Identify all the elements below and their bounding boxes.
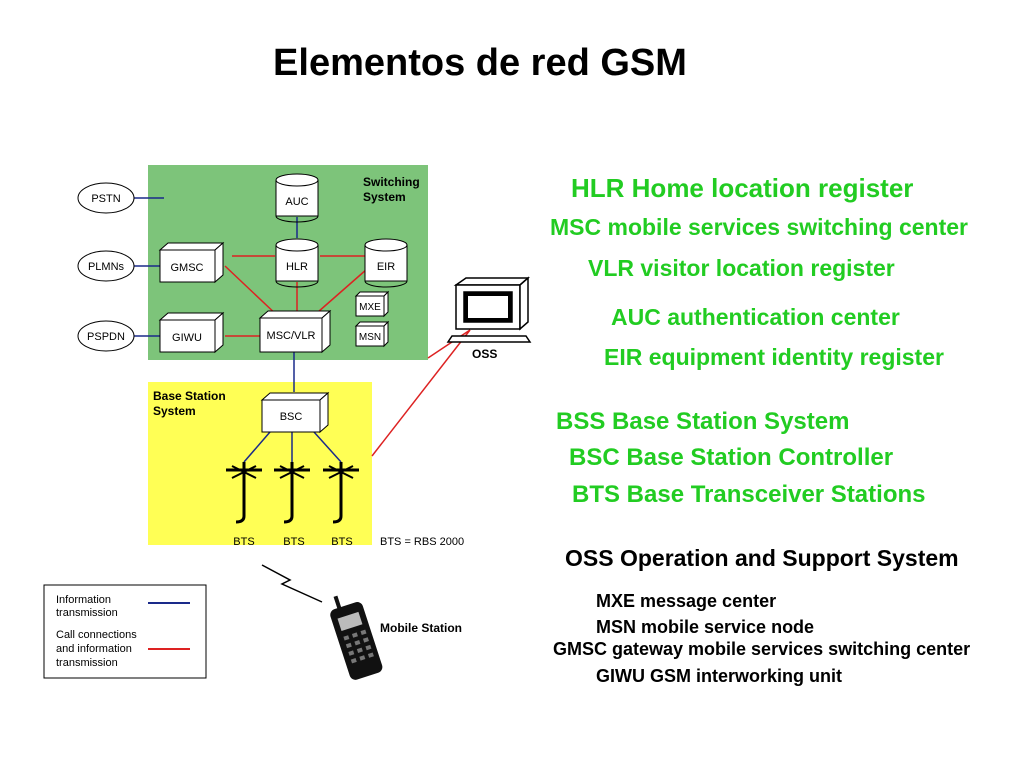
- oss-bss-link: [371, 329, 471, 457]
- pspdn-label: PSPDN: [87, 331, 125, 343]
- radio-link-icon: [261, 564, 323, 603]
- bsc-bts1-link: [243, 431, 271, 463]
- bts-note: BTS = RBS 2000: [380, 536, 464, 548]
- pspdn-node: [77, 320, 135, 352]
- msn-label: MSN: [359, 332, 381, 343]
- def-hlr: HLR Home location register: [571, 173, 914, 203]
- plmns-node: [77, 250, 135, 282]
- legend-call-line2: and information: [56, 643, 132, 655]
- page-title: Elementos de red GSM: [273, 42, 687, 84]
- mobile-station-label: Mobile Station: [380, 621, 462, 635]
- def-gmsc: GMSC gateway mobile services switching c…: [553, 639, 971, 659]
- oss-switching-link: [427, 329, 471, 359]
- mxe-box: [354, 290, 390, 318]
- pstn-label: PSTN: [91, 193, 120, 205]
- bts-label-2: BTS: [283, 536, 304, 548]
- giwu-label: GIWU: [172, 332, 202, 344]
- legend-call-line1: Call connections: [56, 629, 137, 641]
- msn-box: [354, 320, 390, 348]
- bts-antenna-2: [274, 462, 310, 524]
- auc-db: [275, 173, 319, 223]
- legend-box: [43, 584, 207, 679]
- def-vlr: VLR visitor location register: [588, 255, 895, 281]
- def-bsc: BSC Base Station Controller: [569, 444, 894, 471]
- pstn-node: [77, 182, 135, 214]
- eir-db: [364, 238, 408, 288]
- hlr-label: HLR: [286, 261, 308, 273]
- bsc-box: [260, 391, 330, 434]
- legend-info-line1: Information: [56, 594, 111, 606]
- eir-label: EIR: [377, 261, 395, 273]
- def-bts: BTS Base Transceiver Stations: [572, 481, 926, 508]
- bss-area: [148, 382, 372, 545]
- mscvlr-box: [258, 309, 332, 354]
- bts-antenna-3: [323, 462, 359, 524]
- def-auc: AUC authentication center: [611, 304, 900, 330]
- oss-label: OSS: [472, 347, 497, 361]
- gmsc-box: [158, 241, 225, 284]
- bts-label-1: BTS: [233, 536, 254, 548]
- mobile-phone-icon: [330, 595, 383, 680]
- switching-label-line1: Switching: [363, 175, 420, 189]
- def-giwu: GIWU GSM interworking unit: [596, 666, 842, 686]
- def-msn: MSN mobile service node: [596, 617, 815, 637]
- plmns-label: PLMNs: [88, 261, 125, 273]
- switching-label-line2: System: [363, 190, 406, 204]
- mscvlr-label: MSC/VLR: [267, 330, 316, 342]
- bsc-label: BSC: [280, 411, 303, 423]
- def-bss: BSS Base Station System: [556, 408, 850, 435]
- gmsc-label: GMSC: [171, 262, 204, 274]
- def-mxe: MXE message center: [596, 591, 777, 611]
- legend-info-line2: transmission: [56, 607, 118, 619]
- mxe-label: MXE: [359, 302, 381, 313]
- bts-antenna-1: [226, 462, 262, 524]
- bss-label-line1: Base Station: [153, 389, 226, 403]
- def-oss: OSS Operation and Support System: [565, 545, 959, 571]
- bts-label-3: BTS: [331, 536, 352, 548]
- bss-label-line2: System: [153, 404, 196, 418]
- bsc-bts3-link: [313, 431, 342, 463]
- hlr-db: [275, 238, 319, 288]
- def-eir: EIR equipment identity register: [604, 344, 944, 370]
- giwu-box: [158, 311, 225, 354]
- legend-call-line3: transmission: [56, 657, 118, 669]
- auc-label: AUC: [285, 196, 308, 208]
- def-msc: MSC mobile services switching center: [550, 214, 968, 240]
- gmsc-msc-link: [224, 265, 281, 319]
- oss-computer-icon: [446, 276, 532, 343]
